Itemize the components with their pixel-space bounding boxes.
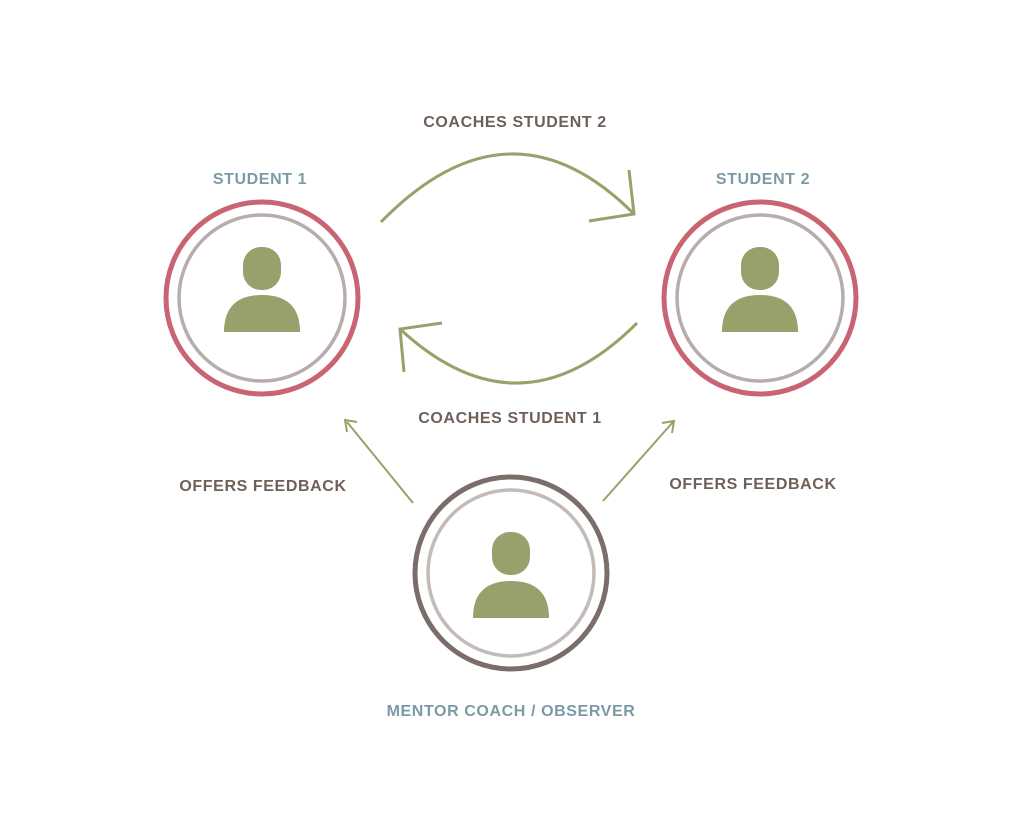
- arrowhead-icon: [343, 418, 358, 433]
- arrowhead-icon: [398, 321, 443, 373]
- coaches-student-1-arrow: [398, 321, 639, 385]
- coaches-student-2-label: COACHES STUDENT 2: [423, 114, 607, 131]
- student-2-inner-ring: [675, 213, 845, 383]
- student-2-node: STUDENT 2: [661, 171, 859, 397]
- student-1-node: STUDENT 1: [163, 171, 361, 397]
- coaches-student-2-arrow: [379, 152, 636, 224]
- student-2-label: STUDENT 2: [716, 171, 810, 188]
- arrowhead-icon: [588, 169, 636, 223]
- person-icon: [473, 532, 549, 618]
- person-icon: [224, 247, 300, 332]
- mentor-node: MENTOR COACH / OBSERVER: [387, 474, 636, 720]
- student-2-outer-ring: [661, 199, 859, 397]
- mentor-inner-ring: [426, 488, 596, 658]
- arrowhead-icon: [661, 419, 676, 434]
- student-1-outer-ring: [163, 199, 361, 397]
- coaches-student-1-label: COACHES STUDENT 1: [418, 410, 602, 427]
- feedback-left-arrow: [343, 418, 414, 504]
- person-icon: [722, 247, 798, 332]
- feedback-right-arrow: [602, 419, 676, 502]
- mentor-label: MENTOR COACH / OBSERVER: [387, 703, 636, 720]
- student-1-inner-ring: [177, 213, 347, 383]
- student-1-label: STUDENT 1: [213, 171, 307, 188]
- feedback-left-label: OFFERS FEEDBACK: [179, 478, 346, 495]
- mentor-outer-ring: [412, 474, 610, 672]
- feedback-right-label: OFFERS FEEDBACK: [669, 476, 836, 493]
